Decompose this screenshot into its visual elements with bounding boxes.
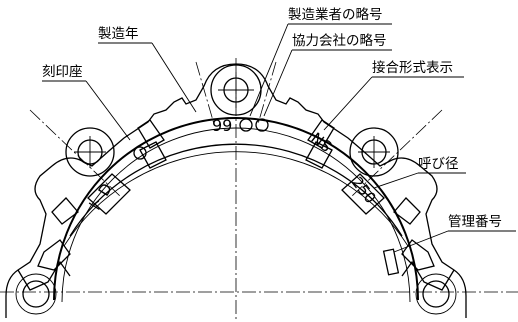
pipe-bore-arc	[53, 117, 419, 301]
label-kokuin-za: 刻印座	[42, 64, 83, 80]
bottom-left-bolt	[15, 273, 57, 315]
flange-outline	[5, 63, 467, 318]
stamp-seat-band	[69, 143, 403, 237]
management-number-box	[382, 248, 400, 276]
label-yobi-kei: 呼び径	[418, 156, 459, 172]
stamp-seat-circle	[133, 146, 147, 160]
right-bolt-boss	[349, 127, 399, 177]
left-lugs	[37, 119, 167, 271]
right-lower-fin	[401, 260, 455, 291]
label-seizo-nen: 製造年	[98, 26, 139, 42]
bottom-right-bolt	[415, 273, 457, 315]
label-kyoryoku-gaisha: 協力会社の略号	[292, 33, 387, 49]
left-lower-fin	[17, 260, 71, 291]
left-bolt-boss	[65, 127, 115, 177]
label-kanri-bango: 管理番号	[448, 214, 502, 230]
right-lugs	[305, 119, 435, 271]
year-mark: 99	[212, 116, 232, 135]
label-setsugo-keishiki: 接合形式表示	[372, 59, 453, 76]
label-seizo-gyosha: 製造業者の略号	[288, 7, 383, 23]
casting-mark: ト D	[84, 180, 116, 216]
manufacturer-circles	[239, 118, 269, 132]
